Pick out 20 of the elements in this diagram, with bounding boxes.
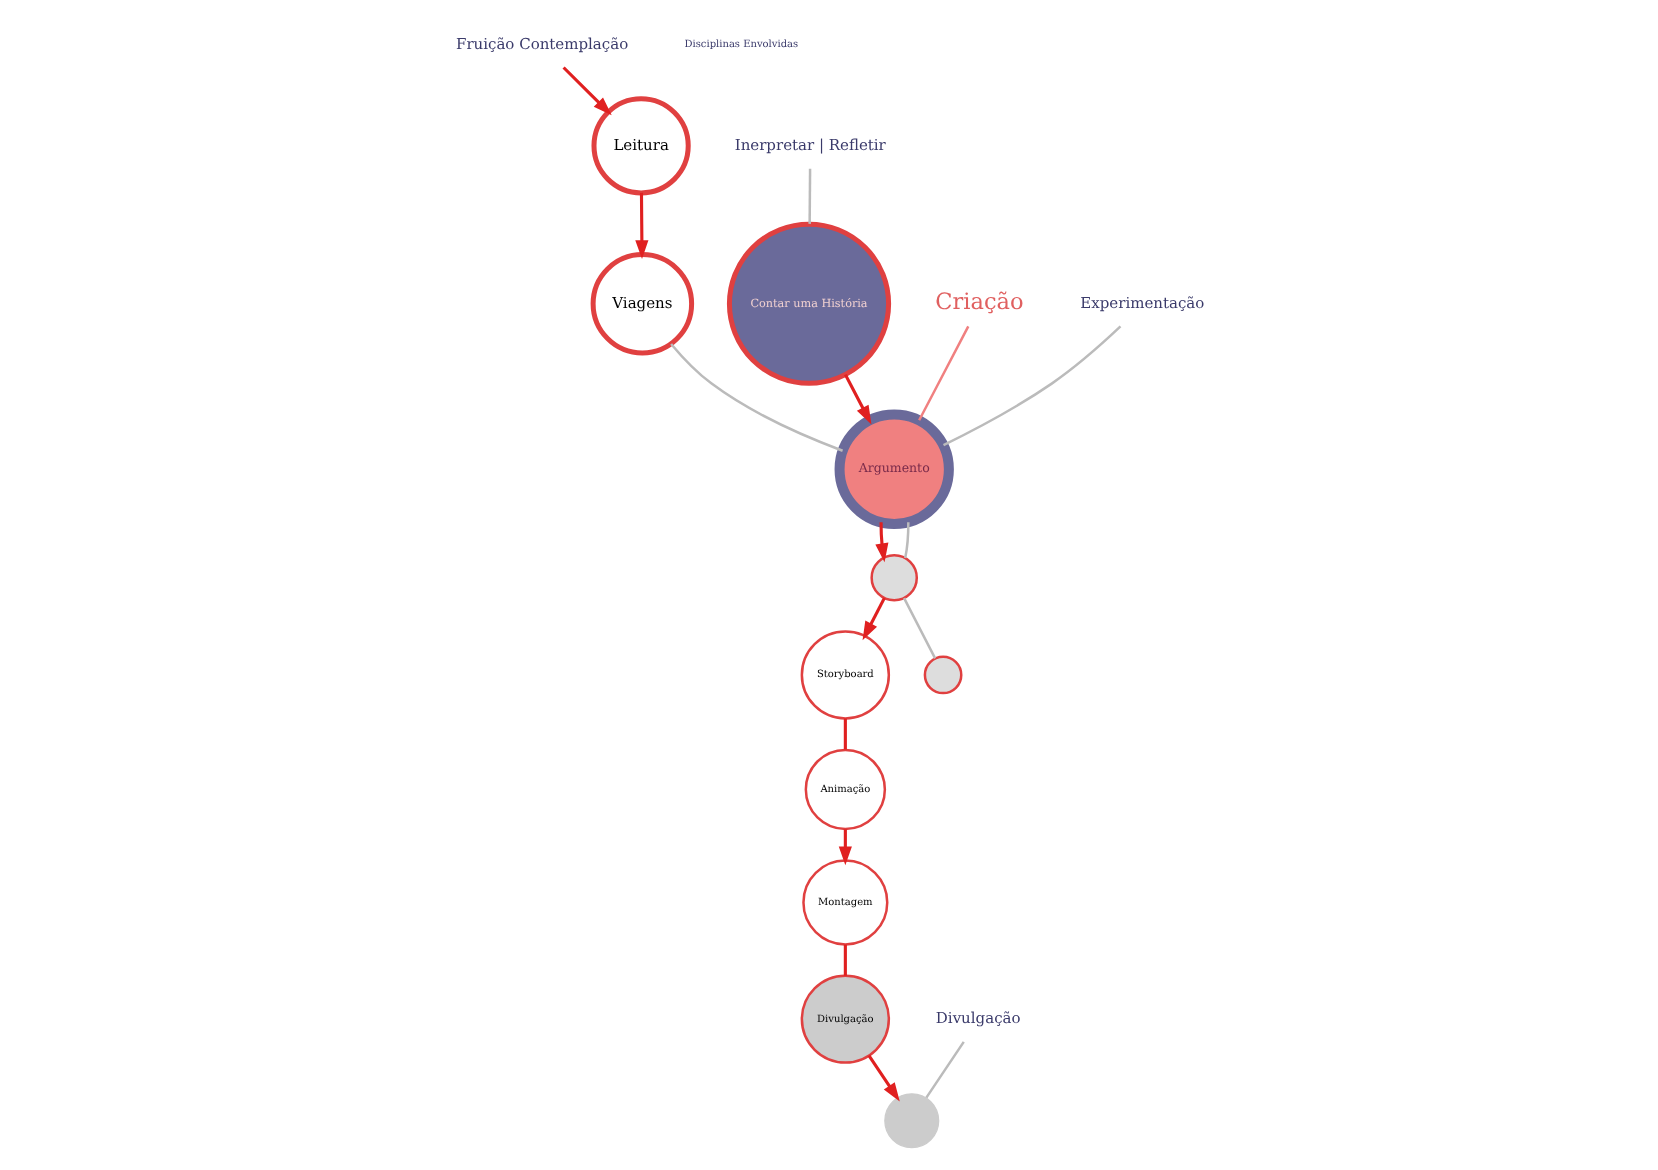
arrow [874,522,888,563]
connector [807,168,811,224]
arrow [843,373,871,425]
arrow [837,829,851,866]
connector [941,325,1121,447]
connector [917,325,969,421]
connector [924,1041,964,1099]
connector [842,944,846,976]
connector [842,718,846,750]
node-circle [869,553,918,602]
node-circle [922,655,962,695]
connector [903,522,909,559]
node-circle [883,1093,939,1149]
arrow [561,66,611,116]
arrow [861,597,885,641]
arrow [634,192,648,260]
connector [902,597,936,659]
connector [669,343,843,452]
arrow [866,1054,899,1102]
node-text: Criação [934,289,1023,316]
